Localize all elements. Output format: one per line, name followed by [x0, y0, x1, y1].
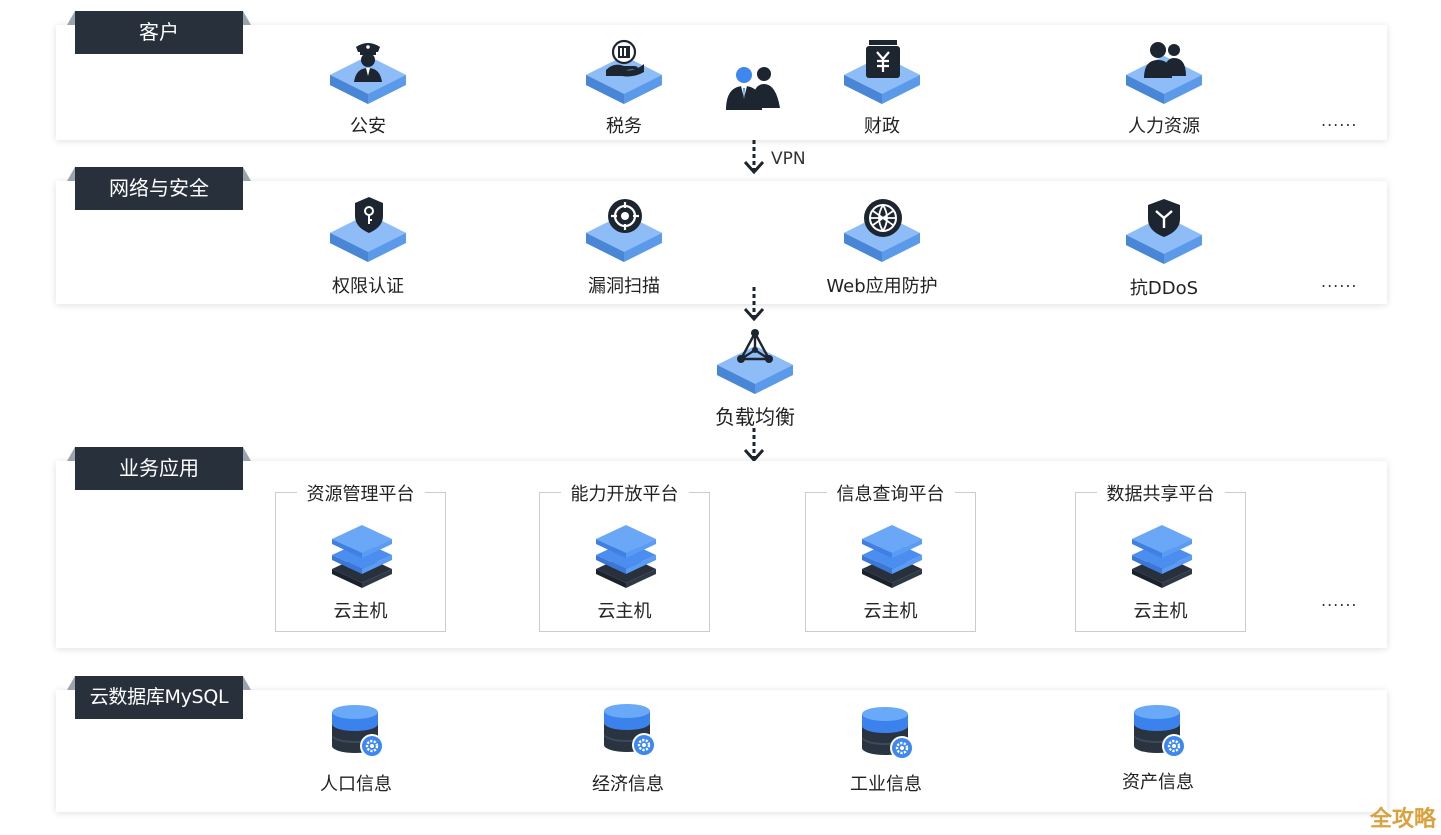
customer-label: 财政: [864, 116, 900, 137]
platform-box-resource[interactable]: 资源管理平台 云主机: [275, 484, 446, 632]
down-arrow-icon: [743, 287, 765, 322]
down-arrow-icon: [743, 428, 765, 463]
tag-fold: [67, 11, 75, 25]
cloud-host-icon: [1130, 519, 1194, 589]
target-scan-icon: [608, 199, 642, 233]
database-label: 经济信息: [592, 774, 664, 795]
load-balancer-node[interactable]: [660, 326, 850, 426]
network-label: 权限认证: [332, 276, 404, 297]
hr-icon: [1144, 42, 1186, 78]
database-item-population[interactable]: 人口信息: [266, 704, 446, 800]
network-item-auth[interactable]: 权限认证: [278, 196, 458, 297]
network-item-scan[interactable]: 漏洞扫描: [534, 196, 714, 297]
network-label: 漏洞扫描: [588, 276, 660, 297]
cloud-host-icon: [594, 519, 658, 589]
database-gear-icon: [602, 703, 658, 759]
more-ellipsis: ......: [1321, 591, 1358, 610]
cloud-host-label: 云主机: [1133, 601, 1188, 622]
watermark-logo: 全攻略: [1370, 807, 1437, 832]
customer-label: 公安: [350, 116, 386, 137]
cloud-host-label: 云主机: [597, 601, 652, 622]
platform-box-sharing[interactable]: 数据共享平台 云主机: [1075, 484, 1246, 632]
customer-label: 税务: [606, 116, 642, 137]
platform-title: 信息查询平台: [806, 480, 975, 506]
tag-fold: [243, 447, 251, 461]
network-item-waf[interactable]: Web应用防护: [792, 196, 972, 297]
database-gear-icon: [860, 706, 916, 762]
tag-fold: [67, 676, 75, 690]
database-item-assets[interactable]: 资产信息: [1068, 704, 1248, 800]
customer-item-hr[interactable]: 人力资源: [1074, 36, 1254, 137]
vpn-label: VPN: [771, 149, 806, 169]
network-node-icon: [737, 329, 773, 363]
tag-fold: [67, 447, 75, 461]
tag-fold: [243, 676, 251, 690]
tax-icon: [606, 39, 644, 77]
more-ellipsis: ......: [1321, 272, 1358, 291]
customer-item-finance[interactable]: 财政: [792, 36, 972, 137]
platform-title: 资源管理平台: [276, 480, 445, 506]
database-gear-icon: [330, 704, 386, 760]
customer-label: 人力资源: [1128, 116, 1200, 137]
cloud-host-icon: [860, 519, 924, 589]
load-balancer-label: 负载均衡: [715, 405, 795, 429]
shield-key-icon: [355, 197, 383, 233]
platform-title: 数据共享平台: [1076, 480, 1245, 506]
network-label: Web应用防护: [826, 276, 938, 297]
layer-tag-network: 网络与安全: [75, 167, 243, 210]
database-gear-icon: [1132, 704, 1188, 760]
cloud-host-label: 云主机: [863, 601, 918, 622]
layer-tag-business: 业务应用: [75, 447, 243, 490]
platform-box-capability[interactable]: 能力开放平台 云主机: [539, 484, 710, 632]
database-item-economy[interactable]: 经济信息: [538, 703, 718, 799]
database-item-industry[interactable]: 工业信息: [796, 706, 976, 802]
platform-title: 能力开放平台: [540, 480, 709, 506]
globe-protect-icon: [864, 199, 902, 237]
tag-fold: [243, 11, 251, 25]
more-ellipsis: ......: [1321, 111, 1358, 130]
tag-fold: [243, 167, 251, 181]
police-icon: [354, 43, 382, 82]
layer-tag-customers: 客户: [75, 11, 243, 54]
cloud-host-label: 云主机: [333, 601, 388, 622]
cloud-host-icon: [330, 519, 394, 589]
people-icon: [726, 67, 780, 110]
finance-icon: [866, 40, 900, 78]
customer-item-tax[interactable]: 税务: [534, 36, 714, 137]
tag-fold: [67, 167, 75, 181]
database-label: 工业信息: [850, 774, 922, 795]
network-label: 抗DDoS: [1129, 278, 1199, 299]
ddos-shield-icon: [1148, 199, 1180, 237]
platform-box-query[interactable]: 信息查询平台 云主机: [805, 484, 976, 632]
database-label: 资产信息: [1122, 772, 1194, 793]
customer-item-police[interactable]: 公安: [278, 36, 458, 137]
down-arrow-icon: [743, 140, 765, 175]
layer-tag-database: 云数据库MySQL: [75, 676, 243, 719]
network-item-ddos[interactable]: 抗DDoS: [1074, 196, 1254, 299]
database-label: 人口信息: [320, 774, 392, 795]
